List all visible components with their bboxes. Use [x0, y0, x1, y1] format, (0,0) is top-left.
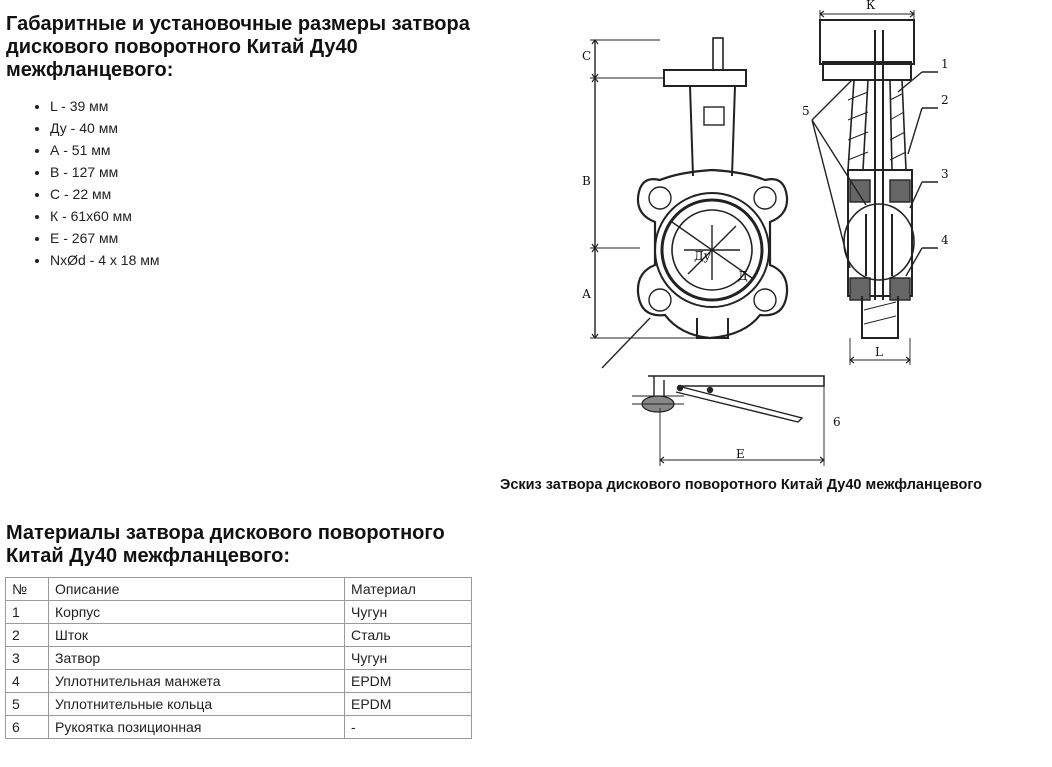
dim-label-l: L: [875, 345, 883, 359]
handle-view: [632, 375, 825, 466]
list-item: Е - 267 мм: [50, 227, 160, 249]
dim-label-d: Д: [738, 269, 748, 283]
callout-2: 2: [941, 93, 949, 107]
dimensions-heading: Габаритные и установочные размеры затвор…: [6, 13, 470, 81]
table-header-row: № Описание Материал: [5, 577, 472, 601]
column-header-number: №: [5, 577, 49, 601]
table-row: 1 Корпус Чугун: [5, 600, 472, 624]
sketch-caption: Эскиз затвора дискового поворотного Кита…: [500, 477, 983, 493]
table-row: 5 Уплотнительные кольца EPDM: [5, 692, 472, 716]
callout-4: 4: [941, 233, 949, 247]
cell-material: Чугун: [344, 600, 472, 624]
cell-number: 2: [5, 623, 49, 647]
cell-material: EPDM: [344, 692, 472, 716]
dim-label-e: Е: [736, 447, 745, 461]
dim-label-b: В: [582, 174, 591, 188]
column-header-description: Описание: [48, 577, 345, 601]
callout-3: 3: [941, 167, 949, 181]
table-row: 2 Шток Сталь: [5, 623, 472, 647]
cell-description: Рукоятка позиционная: [48, 715, 345, 739]
callout-6: 6: [833, 415, 841, 429]
list-item: С - 22 мм: [50, 183, 160, 205]
list-item: L - 39 мм: [50, 95, 160, 117]
list-item: А - 51 мм: [50, 139, 160, 161]
cell-number: 3: [5, 646, 49, 670]
list-item: В - 127 мм: [50, 161, 160, 183]
dim-label-a: А: [582, 287, 591, 301]
materials-table: № Описание Материал 1 Корпус Чугун 2 Што…: [5, 577, 472, 739]
cell-number: 1: [5, 600, 49, 624]
table-row: 6 Рукоятка позиционная -: [5, 715, 472, 739]
cell-material: Чугун: [344, 646, 472, 670]
materials-heading: Материалы затвора дискового поворотного …: [6, 522, 445, 567]
cell-description: Шток: [48, 623, 345, 647]
cell-description: Уплотнительные кольца: [48, 692, 345, 716]
cell-description: Корпус: [48, 600, 345, 624]
dim-label-k: К: [866, 0, 876, 12]
cell-number: 6: [5, 715, 49, 739]
cell-material: Сталь: [344, 623, 472, 647]
list-item: К - 61х60 мм: [50, 205, 160, 227]
list-item: NxØd - 4 х 18 мм: [50, 249, 160, 271]
list-item: Ду - 40 мм: [50, 117, 160, 139]
cell-material: -: [344, 715, 472, 739]
dim-label-c: С: [582, 49, 591, 63]
dim-label-dy: Ду: [694, 249, 711, 263]
cell-material: EPDM: [344, 669, 472, 693]
front-view: [590, 37, 789, 369]
cell-number: 5: [5, 692, 49, 716]
valve-sketch-drawing: С В А Ду Д К L Е 1 2 3 4 5 6: [582, 0, 949, 466]
cell-number: 4: [5, 669, 49, 693]
table-row: 3 Затвор Чугун: [5, 646, 472, 670]
callout-5: 5: [802, 104, 810, 118]
dimensions-list: L - 39 мм Ду - 40 мм А - 51 мм В - 127 м…: [30, 95, 160, 271]
cell-description: Уплотнительная манжета: [48, 669, 345, 693]
table-row: 4 Уплотнительная манжета EPDM: [5, 669, 472, 693]
callout-1: 1: [941, 57, 949, 71]
side-section-view: [811, 10, 938, 365]
cell-description: Затвор: [48, 646, 345, 670]
column-header-material: Материал: [344, 577, 472, 601]
